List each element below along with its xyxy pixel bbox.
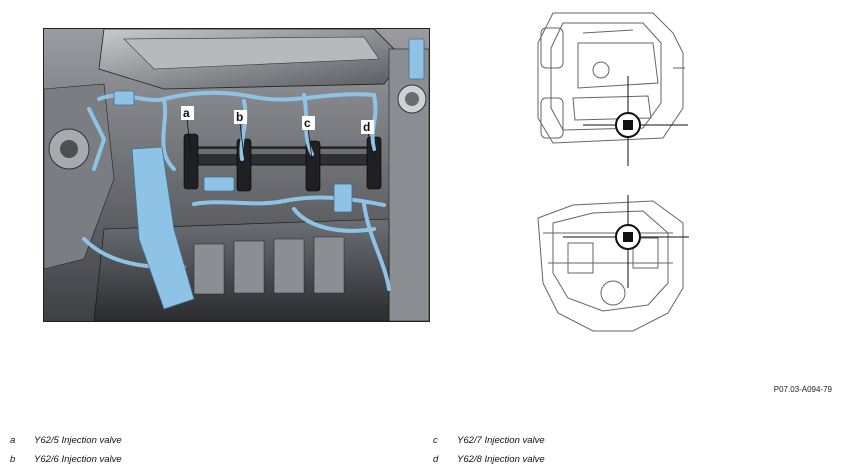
engine-top-view xyxy=(533,8,689,168)
callout-a: a xyxy=(183,106,190,120)
legend-key: a xyxy=(10,435,16,446)
legend-key: c xyxy=(433,435,438,446)
legend-key: b xyxy=(10,454,16,465)
crosshair-icon xyxy=(563,195,689,288)
legend-description: Y62/6 Injection valve xyxy=(34,454,122,465)
callout-b: b xyxy=(236,110,243,124)
crosshair-icon xyxy=(583,76,688,166)
figure-id: P07.03-A094-79 xyxy=(773,385,832,394)
engine-illustration: a b c d xyxy=(43,28,430,322)
legend-key: d xyxy=(433,454,439,465)
engine-front-view xyxy=(533,193,689,333)
engine-render: a b c d xyxy=(44,29,429,321)
legend-description: Y62/7 Injection valve xyxy=(457,435,545,446)
callout-d: d xyxy=(363,120,370,134)
legend-description: Y62/5 Injection valve xyxy=(34,435,122,446)
callout-c: c xyxy=(304,116,311,130)
legend-description: Y62/8 Injection valve xyxy=(457,454,545,465)
